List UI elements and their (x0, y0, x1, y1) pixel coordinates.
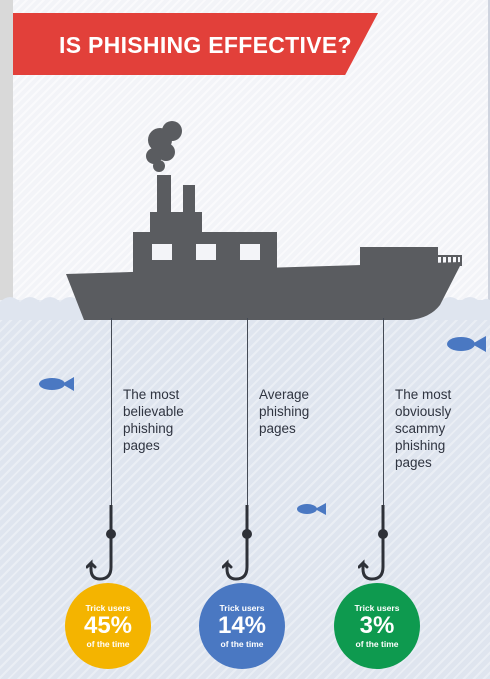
fishing-hook-icon (86, 505, 116, 581)
stat-value: 14% (217, 612, 267, 639)
page-title: IS PHISHING EFFECTIVE? (59, 31, 352, 58)
title-banner: IS PHISHING EFFECTIVE? (13, 13, 378, 75)
smoke-icon (146, 121, 182, 172)
stat-circle-3: Trick users 3% of the time (334, 583, 420, 669)
sea-background (0, 300, 490, 679)
stat-bottom-text: of the time (86, 639, 130, 649)
fish-icon (39, 377, 74, 391)
stat-value: 45% (83, 612, 133, 639)
ship-icon (66, 121, 462, 320)
hook-label-1: The most believable phishing pages (123, 387, 184, 453)
fish-icon (447, 336, 486, 352)
stat-circle-1: Trick users 45% of the time (65, 583, 151, 669)
stat-circle-2: Trick users 14% of the time (199, 583, 285, 669)
stat-top-text: Trick users (354, 603, 400, 613)
fishing-line-1 (111, 318, 112, 534)
hook-label-2: Average phishing pages (259, 387, 310, 436)
stat-bottom-text: of the time (220, 639, 264, 649)
fish-icon (297, 503, 326, 515)
stat-top-text: Trick users (219, 603, 265, 613)
hook-label-3: The most obviously scammy phishing pages (395, 387, 452, 470)
stat-value: 3% (359, 612, 395, 639)
fishing-hook-icon (358, 505, 388, 581)
stat-top-text: Trick users (85, 603, 131, 613)
stat-bottom-text: of the time (355, 639, 399, 649)
fishing-line-3 (383, 318, 384, 534)
fishing-hook-icon (222, 505, 252, 581)
fishing-line-2 (247, 318, 248, 534)
